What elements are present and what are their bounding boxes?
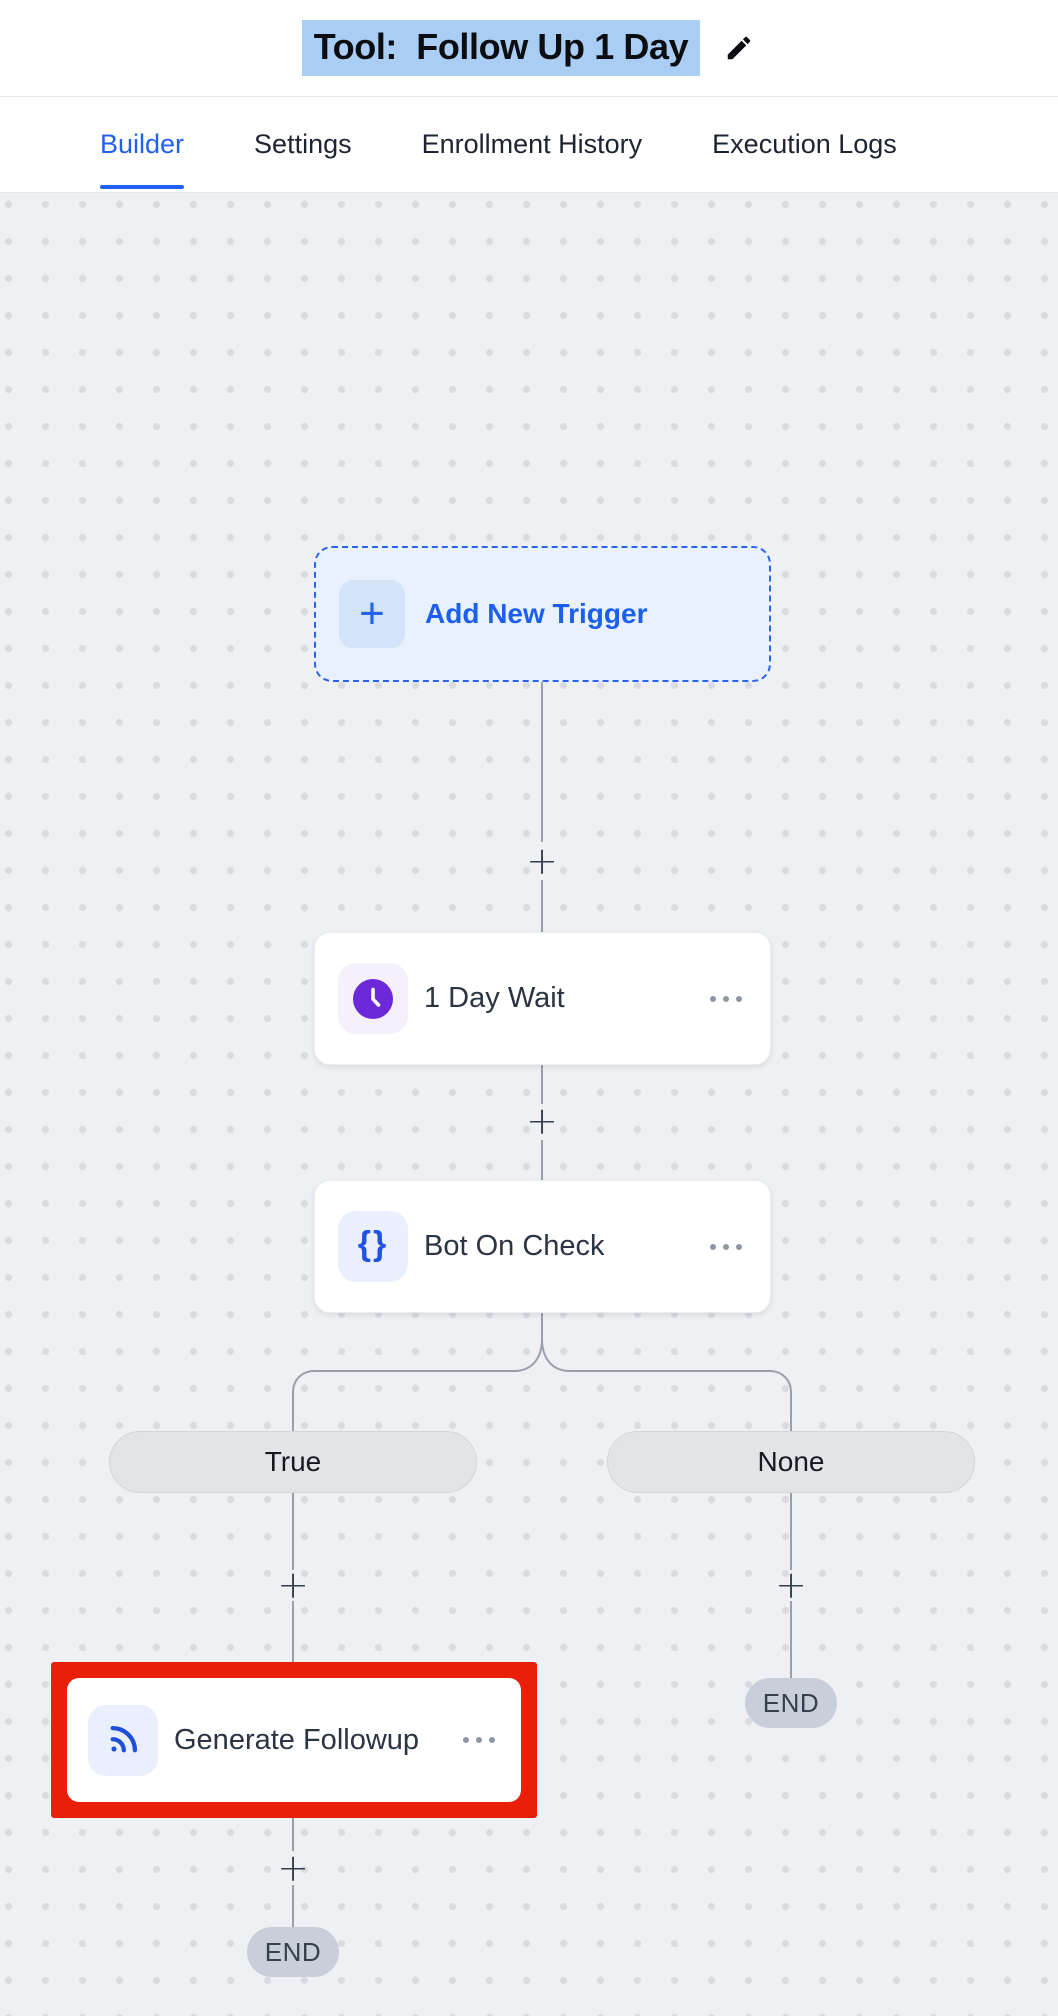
workflow-canvas[interactable]: + Add New Trigger + + + + + 1 Day Wait {… [0, 193, 1058, 2016]
end-node: END [247, 1927, 339, 1977]
edit-title-button[interactable] [722, 31, 756, 65]
red-highlight-frame: Generate Followup [51, 1662, 537, 1818]
tab-execution-logs-label: Execution Logs [712, 129, 897, 159]
tab-builder[interactable]: Builder [100, 97, 185, 192]
add-step-button[interactable]: + [775, 1563, 807, 1607]
ellipsis-icon[interactable] [708, 990, 744, 1008]
add-new-trigger-label: Add New Trigger [425, 598, 648, 629]
add-step-button[interactable]: + [526, 1099, 558, 1143]
header: Tool: Follow Up 1 Day [0, 0, 1058, 97]
node-generate-followup[interactable]: Generate Followup [67, 1678, 521, 1802]
tab-builder-label: Builder [100, 129, 185, 159]
node-label: Generate Followup [174, 1723, 420, 1756]
clock-icon [338, 963, 408, 1034]
tab-bar: Builder Settings Enrollment History Exec… [0, 97, 1058, 193]
tab-settings[interactable]: Settings [254, 97, 352, 192]
node-label: 1 Day Wait [424, 982, 565, 1014]
add-step-button[interactable]: + [277, 1563, 309, 1607]
tab-enrollment-history-label: Enrollment History [421, 129, 643, 159]
branch-label-none: None [607, 1431, 975, 1493]
node-bot-on-check[interactable]: {} Bot On Check [314, 1180, 771, 1313]
branch-label-true: True [109, 1431, 477, 1493]
ellipsis-icon[interactable] [461, 1731, 497, 1749]
ellipsis-icon[interactable] [708, 1238, 744, 1256]
tab-enrollment-history[interactable]: Enrollment History [422, 97, 643, 192]
rss-icon [88, 1704, 158, 1776]
add-step-button[interactable]: + [277, 1846, 309, 1890]
tab-settings-label: Settings [254, 129, 352, 159]
pencil-icon [724, 33, 754, 63]
node-label: Bot On Check [424, 1230, 605, 1262]
page-title: Tool: Follow Up 1 Day [301, 20, 701, 76]
curly-braces-icon: {} [338, 1211, 408, 1282]
active-tab-underline [100, 185, 185, 189]
tab-execution-logs[interactable]: Execution Logs [712, 97, 897, 192]
add-step-button[interactable]: + [526, 839, 558, 883]
end-node: END [745, 1678, 837, 1728]
node-1-day-wait[interactable]: 1 Day Wait [314, 932, 771, 1065]
plus-icon: + [339, 580, 405, 648]
add-new-trigger-button[interactable]: + Add New Trigger [314, 546, 771, 682]
